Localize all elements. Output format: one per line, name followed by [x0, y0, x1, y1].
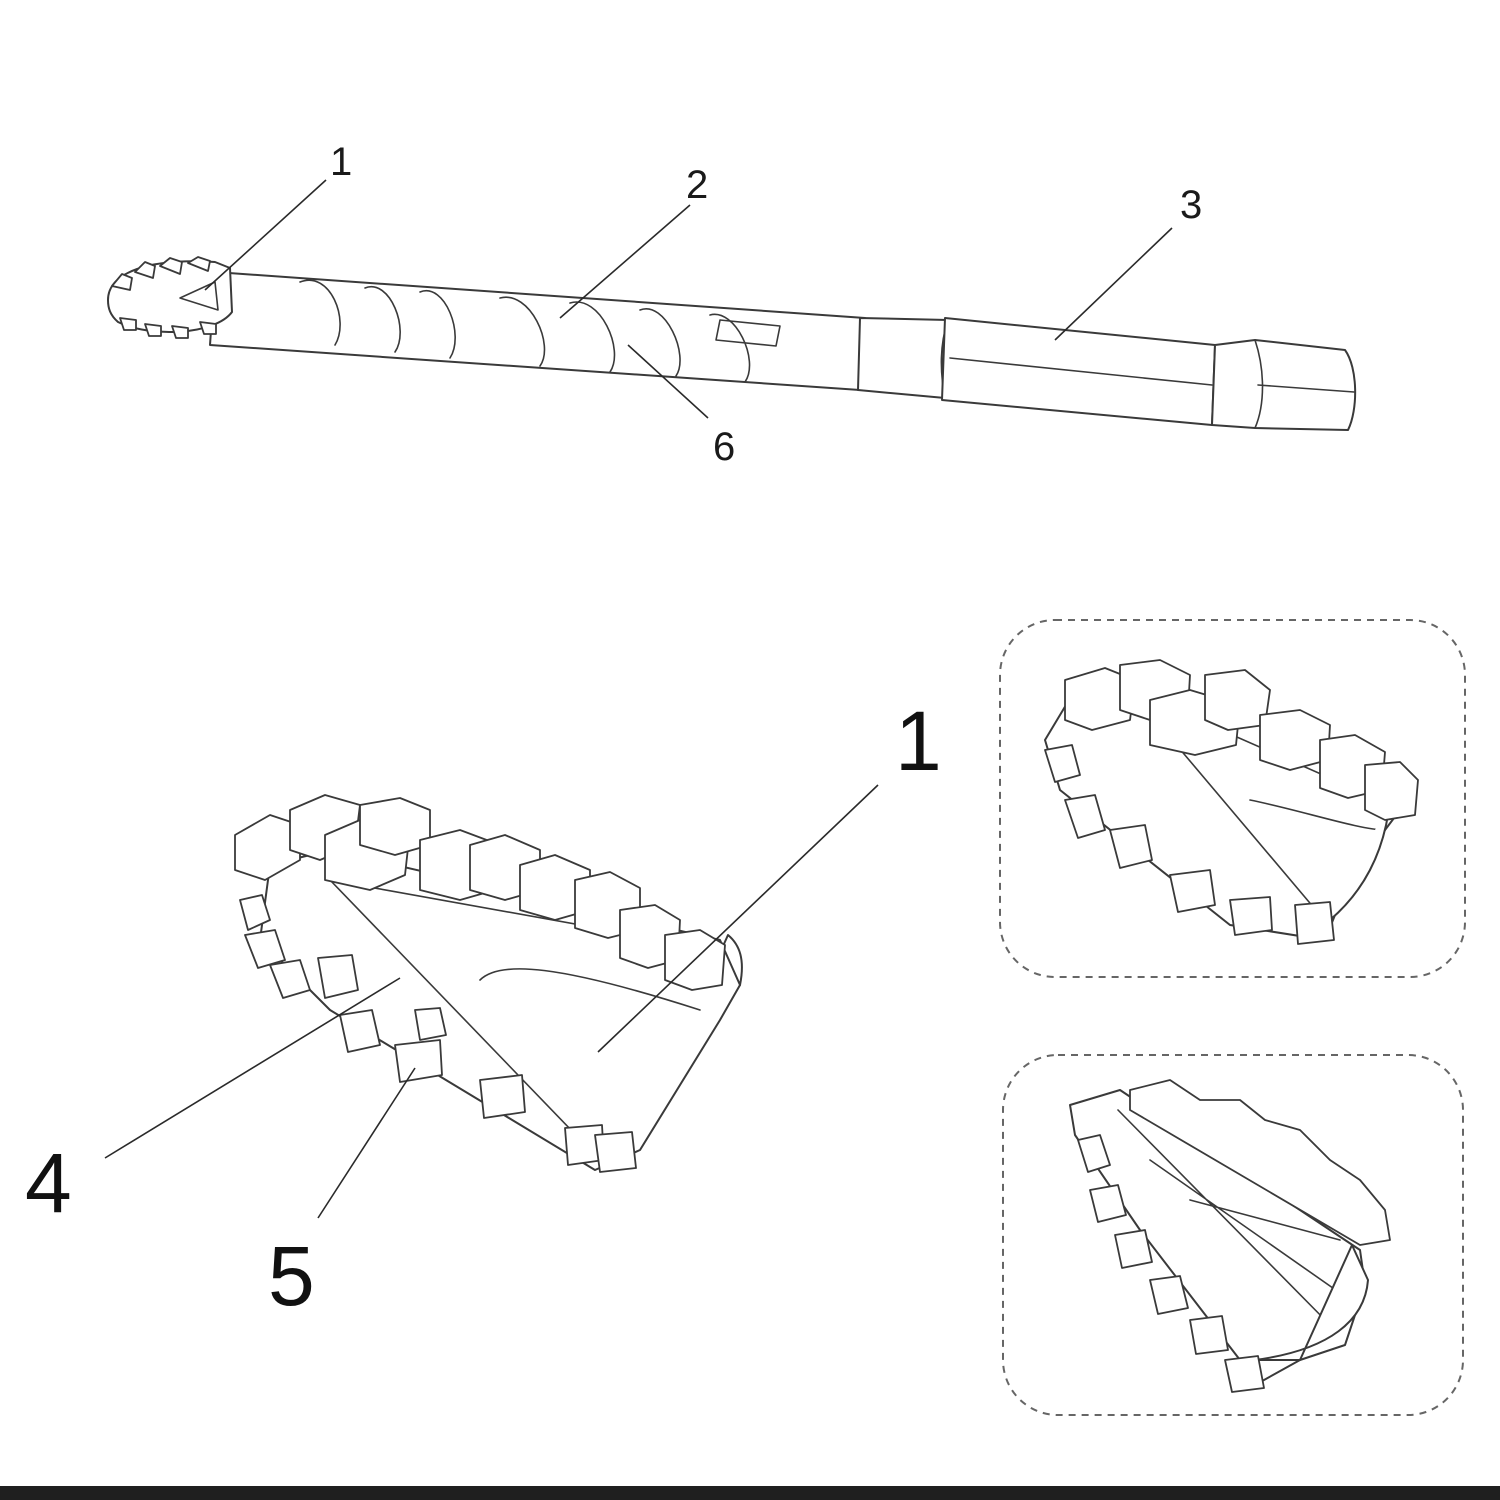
flute-groove [715, 319, 781, 347]
label-1-overview: 1 [330, 140, 352, 184]
label-1-detail: 1 [895, 694, 942, 788]
drill-bit-overview: 1 2 3 6 [107, 140, 1357, 469]
spiral-flute-lines [299, 279, 751, 383]
small-cutting-head [107, 256, 233, 339]
label-3-overview: 3 [1180, 183, 1202, 227]
hex-tip-facets [1254, 339, 1355, 429]
label-2-overview: 2 [686, 163, 708, 207]
leader-6-overview [627, 344, 709, 419]
leader-5-detail [317, 1067, 416, 1219]
leader-4-detail [104, 977, 401, 1159]
leader-1-detail [597, 784, 879, 1053]
inset-view-top [999, 619, 1466, 978]
label-5-detail: 5 [268, 1229, 315, 1323]
leader-3-overview [1054, 227, 1173, 341]
leader-2-overview [559, 204, 691, 319]
inset-view-bottom [1002, 1054, 1464, 1416]
inset-frame-top [999, 619, 1466, 978]
spiral-body [209, 271, 866, 391]
bottom-teeth-row [239, 894, 637, 1173]
hex-shank-facet [949, 357, 1213, 386]
inset-frame-bottom [1002, 1054, 1464, 1416]
leader-1-overview [204, 179, 327, 291]
top-teeth-row [234, 794, 726, 991]
shank-neck [857, 317, 949, 399]
bottom-border [0, 1486, 1500, 1500]
cutting-head-detail: 1 4 5 [25, 694, 942, 1323]
label-4-detail: 4 [25, 1136, 72, 1230]
label-6-overview: 6 [713, 425, 735, 469]
hex-tip [1211, 339, 1357, 431]
